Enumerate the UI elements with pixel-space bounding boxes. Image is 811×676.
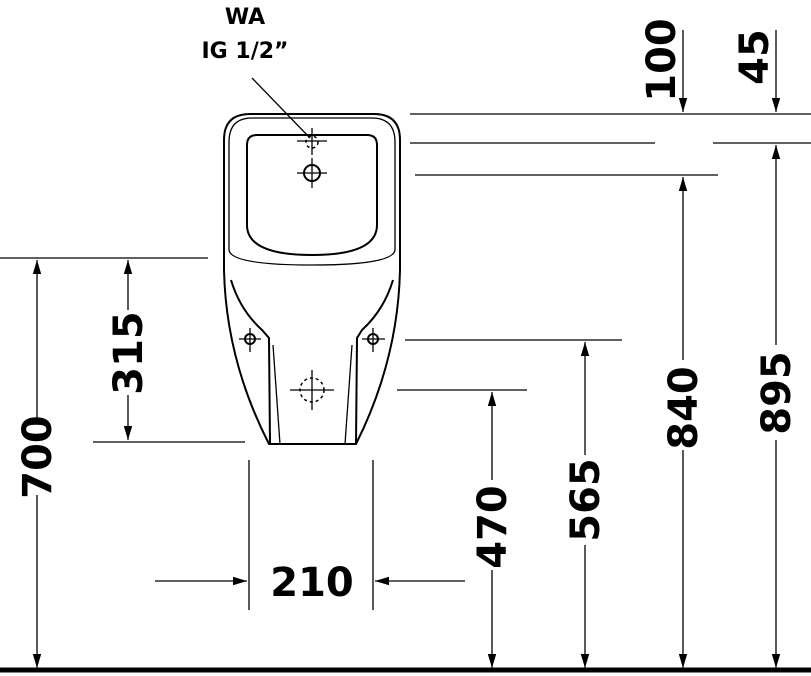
urinal-front-view: [223, 113, 401, 445]
extension-lines: [0, 113, 811, 610]
dimension-565: 565: [563, 342, 609, 668]
dimension-470-label: 470: [470, 485, 516, 569]
dimension-45-label: 45: [732, 29, 778, 85]
dimension-45: 45: [732, 29, 781, 112]
annotation-leader: [251, 77, 311, 139]
drain-hole: [297, 158, 327, 188]
dimension-700: 700: [15, 260, 61, 668]
dimension-700-label: 700: [15, 415, 61, 499]
fixing-hole-right: [362, 328, 385, 352]
dimension-470: 470: [470, 392, 516, 668]
annotation-wa: WA: [225, 5, 265, 30]
dimension-895: 895: [754, 145, 800, 668]
dimension-100-label: 100: [639, 18, 685, 102]
dimension-840: 840: [661, 177, 707, 668]
dimension-315-label: 315: [106, 311, 152, 395]
dimension-565-label: 565: [563, 458, 609, 542]
annotation-thread: IG 1/2”: [201, 39, 288, 64]
fixing-hole-left: [239, 328, 261, 352]
dimension-315: 315: [106, 260, 152, 440]
dimension-210: 210: [155, 560, 465, 606]
dimension-840-label: 840: [661, 366, 707, 450]
dimension-100: 100: [639, 18, 688, 112]
waste-outlet-hole: [290, 370, 334, 410]
dimension-895-label: 895: [754, 351, 800, 435]
water-inlet-hole: [297, 128, 327, 155]
dimension-210-label: 210: [270, 560, 354, 606]
